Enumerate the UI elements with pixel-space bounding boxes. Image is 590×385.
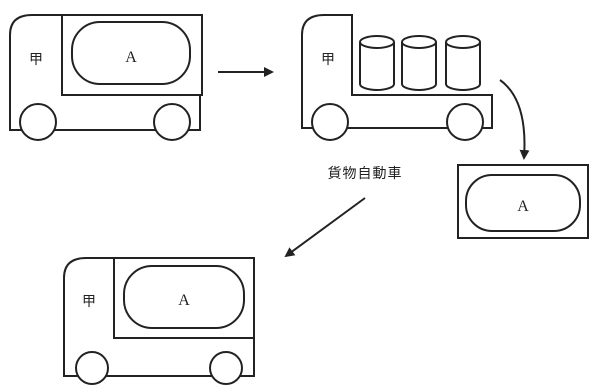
truck-3-wheel-rear — [209, 351, 243, 385]
truck-3-wheel-front — [75, 351, 109, 385]
arrow-curved-down — [499, 79, 530, 160]
standalone-container: A — [457, 164, 589, 239]
truck-1: 甲 A — [9, 14, 203, 141]
caption-cargo-vehicle: 貨物自動車 — [328, 165, 403, 182]
truck-3-cargo-frame — [113, 257, 255, 339]
drum-1 — [359, 35, 395, 91]
truck-1-wheel-front — [19, 103, 57, 141]
arrow-diagonal — [284, 197, 366, 258]
truck-2-cab-label: 甲 — [321, 53, 335, 68]
container-frame — [457, 164, 589, 239]
truck-3-cab-label: 甲 — [82, 295, 96, 310]
truck-3-tank — [123, 265, 245, 329]
truck-1-wheel-rear — [153, 103, 191, 141]
truck-2-wheel-rear — [446, 103, 484, 141]
truck-1-tank-label: A — [125, 49, 137, 66]
container-tank — [465, 174, 581, 232]
truck-2-body — [301, 14, 493, 129]
truck-2-wheel-front — [311, 103, 349, 141]
truck-2: 甲 — [301, 14, 493, 141]
truck-1-tank — [71, 21, 191, 85]
truck-1-cab-label: 甲 — [29, 53, 43, 68]
container-label: A — [517, 198, 529, 215]
truck-3-tank-label: A — [178, 292, 190, 309]
drum-3 — [445, 35, 481, 91]
truck-1-cargo-frame — [61, 14, 203, 96]
truck-3: 甲 A — [63, 257, 255, 385]
drum-2 — [401, 35, 437, 91]
